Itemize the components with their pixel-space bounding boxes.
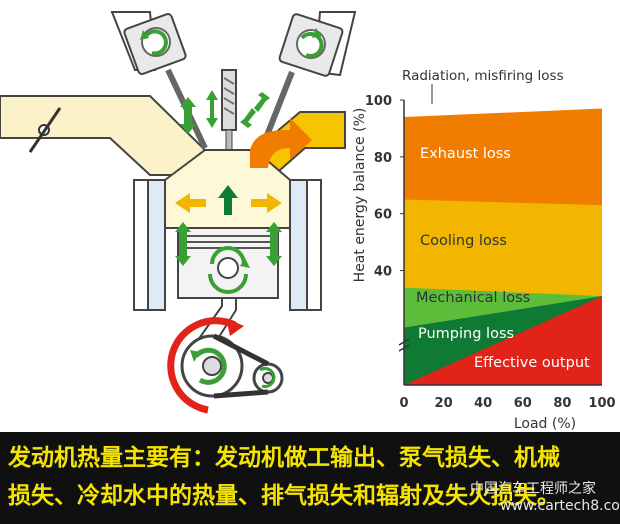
series-label-pumping-loss: Pumping loss (418, 326, 514, 342)
x-tick-label: 60 (514, 396, 532, 411)
cylinder-wall-left (147, 179, 166, 311)
exhaust-valve-icon (259, 13, 344, 150)
watermark-title: 中国汽车工程师之家 (470, 481, 596, 497)
y-tick-label: 60 (374, 208, 392, 223)
watermark-url: www.cartech8.com (500, 498, 620, 514)
x-tick-label: 100 (588, 396, 615, 411)
x-tick-label: 0 (399, 396, 408, 411)
y-axis-label: Heat energy balance (%) (352, 108, 368, 283)
axes: 40 60 80 100 0 20 40 60 80 100 (365, 94, 616, 411)
piston-motion-arrows (175, 222, 282, 266)
area-effective-output (404, 296, 602, 385)
series-label-mechanical-loss: Mechanical loss (416, 290, 530, 306)
x-tick-label: 20 (435, 396, 453, 411)
engine-cutaway-illustration (0, 11, 357, 414)
x-tick-label: 40 (474, 396, 492, 411)
y-axis-break-icon (398, 338, 410, 352)
crankshaft-icon (167, 317, 284, 414)
cylinder-wall-right (289, 179, 308, 311)
series-label-effective-output: Effective output (474, 355, 590, 371)
x-axis-label: Load (%) (514, 416, 576, 432)
y-tick-label: 100 (365, 94, 392, 109)
caption-line-2: 损失、冷却水中的热量、排气损失和辐射及失火损失。 (8, 483, 560, 509)
series-label-exhaust-loss: Exhaust loss (420, 146, 511, 162)
heat-arrows (175, 185, 282, 215)
spark-plug-icon (221, 69, 237, 153)
valve-motion-arrows (180, 90, 270, 134)
x-tick-label: 80 (553, 396, 571, 411)
caption-bar: 发动机热量主要有：发动机做工输出、泵气损失、机械 损失、冷却水中的热量、排气损失… (0, 432, 620, 524)
piston-icon (177, 227, 279, 299)
caption-line-1: 发动机热量主要有：发动机做工输出、泵气损失、机械 (8, 445, 560, 471)
heat-balance-chart: Effective output Pumping loss Mechanical l… (352, 68, 616, 432)
intake-port (0, 95, 206, 176)
y-tick-label: 80 (374, 151, 392, 166)
exhaust-flow-arrow (250, 118, 312, 168)
radiation-annotation: Radiation, misfiring loss (402, 68, 564, 84)
y-tick-label: 40 (374, 265, 392, 280)
plot-area: Effective output Pumping loss Mechanical l… (404, 100, 602, 386)
throttle-valve-icon (28, 107, 62, 153)
series-label-cooling-loss: Cooling loss (420, 233, 507, 249)
